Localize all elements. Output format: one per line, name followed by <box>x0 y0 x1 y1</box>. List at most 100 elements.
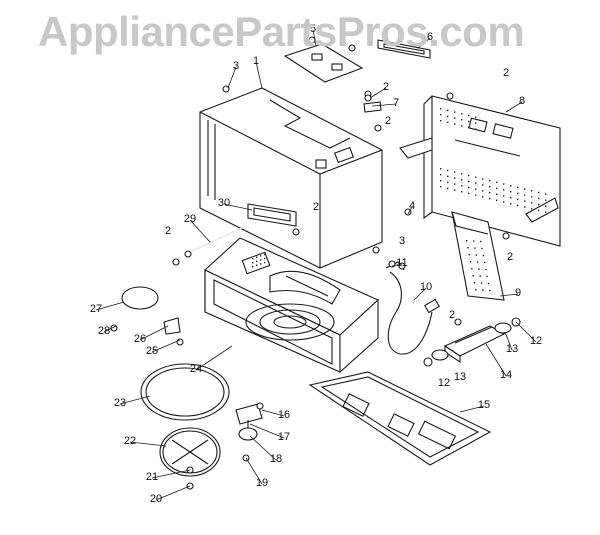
callout-number: 2 <box>449 309 455 321</box>
callout-number: 2 <box>507 251 513 263</box>
callout-number: 2 <box>313 201 319 213</box>
callout-number: 23 <box>114 397 126 409</box>
part-power-cord <box>385 261 440 355</box>
part-small-bracket <box>363 101 382 113</box>
callout-number: 19 <box>256 477 268 489</box>
leader-line <box>485 343 507 377</box>
callout-number: 15 <box>478 399 490 411</box>
part-fuse-upper <box>494 322 512 334</box>
leader-line <box>151 469 191 479</box>
callout-number: 13 <box>454 371 466 383</box>
leader-line <box>407 206 413 215</box>
part-turntable-tray <box>140 363 230 421</box>
part-side-bracket <box>451 211 505 301</box>
callout-number: 27 <box>90 303 102 315</box>
callout-number: 7 <box>393 97 399 109</box>
leader-line <box>413 287 427 301</box>
hardware-screw <box>222 85 230 93</box>
leader-line <box>227 66 237 89</box>
callout-number: 29 <box>184 213 196 225</box>
callout-number: 8 <box>519 95 525 107</box>
leader-line <box>371 103 397 107</box>
leader-line <box>499 293 519 297</box>
leader-line <box>369 87 387 99</box>
callout-number: 25 <box>146 345 158 357</box>
callout-number: 12 <box>438 377 450 389</box>
callout-number: 2 <box>383 81 389 93</box>
callout-number: 3 <box>233 60 239 72</box>
leader-line <box>129 441 167 447</box>
callout-number: 2 <box>503 67 509 79</box>
callout-number: 28 <box>98 325 110 337</box>
leader-line <box>312 29 317 47</box>
leader-lines <box>95 29 537 501</box>
part-fuse-cap-lower <box>423 357 433 367</box>
leader-line <box>505 101 523 113</box>
callout-number: 4 <box>409 200 415 212</box>
callout-number: 12 <box>530 335 542 347</box>
hardware-screw <box>364 94 372 102</box>
leader-line <box>515 321 537 343</box>
part-terminal-block <box>443 325 506 364</box>
hardware-screw <box>446 92 454 100</box>
leader-line <box>103 325 117 333</box>
hardware-screw <box>454 318 462 326</box>
leader-line <box>223 203 253 211</box>
hardware-screw <box>372 246 380 254</box>
callout-number: 5 <box>310 23 316 35</box>
part-turntable-motor <box>238 420 258 441</box>
callout-number: 10 <box>420 281 432 293</box>
callout-number: 20 <box>150 493 162 505</box>
callout-number: 6 <box>427 31 433 43</box>
callout-number: 1 <box>253 55 259 67</box>
leader-line <box>195 345 233 371</box>
hardware-group <box>110 36 510 490</box>
callout-number: 26 <box>134 333 146 345</box>
part-motor-bracket <box>235 403 263 425</box>
part-fuse-lower <box>431 349 449 361</box>
part-bottom-plate <box>308 371 492 466</box>
hardware-screw <box>374 124 382 132</box>
callout-number: 2 <box>385 115 391 127</box>
callout-number: 22 <box>124 435 136 447</box>
part-vent-panel <box>247 203 297 227</box>
hardware-screw <box>388 260 396 268</box>
leader-line <box>417 37 431 49</box>
leader-line <box>119 395 151 405</box>
hardware-screw <box>184 250 192 258</box>
leader-line <box>459 405 485 413</box>
callout-number: 2 <box>165 225 171 237</box>
leader-line <box>95 301 125 311</box>
part-lamp-bracket <box>163 317 181 335</box>
part-top-plate <box>283 43 364 83</box>
leader-line <box>249 435 277 461</box>
leader-line <box>255 61 263 89</box>
callout-number: 18 <box>270 453 282 465</box>
callout-number: 24 <box>190 363 202 375</box>
leader-line <box>261 409 285 417</box>
part-back-plate <box>399 95 561 247</box>
part-outer-cabinet <box>199 87 383 269</box>
leader-line <box>139 325 169 341</box>
leader-line <box>391 263 403 267</box>
hardware-screw <box>502 232 510 240</box>
callout-number: 30 <box>218 197 230 209</box>
leader-line <box>155 485 191 501</box>
leader-line <box>504 331 513 351</box>
hardware-screw <box>404 208 412 216</box>
part-rod-highlight <box>189 227 243 253</box>
callout-number: 17 <box>278 431 290 443</box>
hardware-screw <box>176 338 184 346</box>
part-cavity <box>204 237 379 374</box>
leader-line <box>245 457 263 485</box>
callout-number: 13 <box>506 343 518 355</box>
hardware-screw <box>172 258 180 266</box>
part-top-vent <box>377 39 431 59</box>
callout-number: 3 <box>399 235 405 247</box>
part-light-cover <box>121 286 159 310</box>
callout-number: 14 <box>500 369 512 381</box>
callout-number: 9 <box>515 287 521 299</box>
